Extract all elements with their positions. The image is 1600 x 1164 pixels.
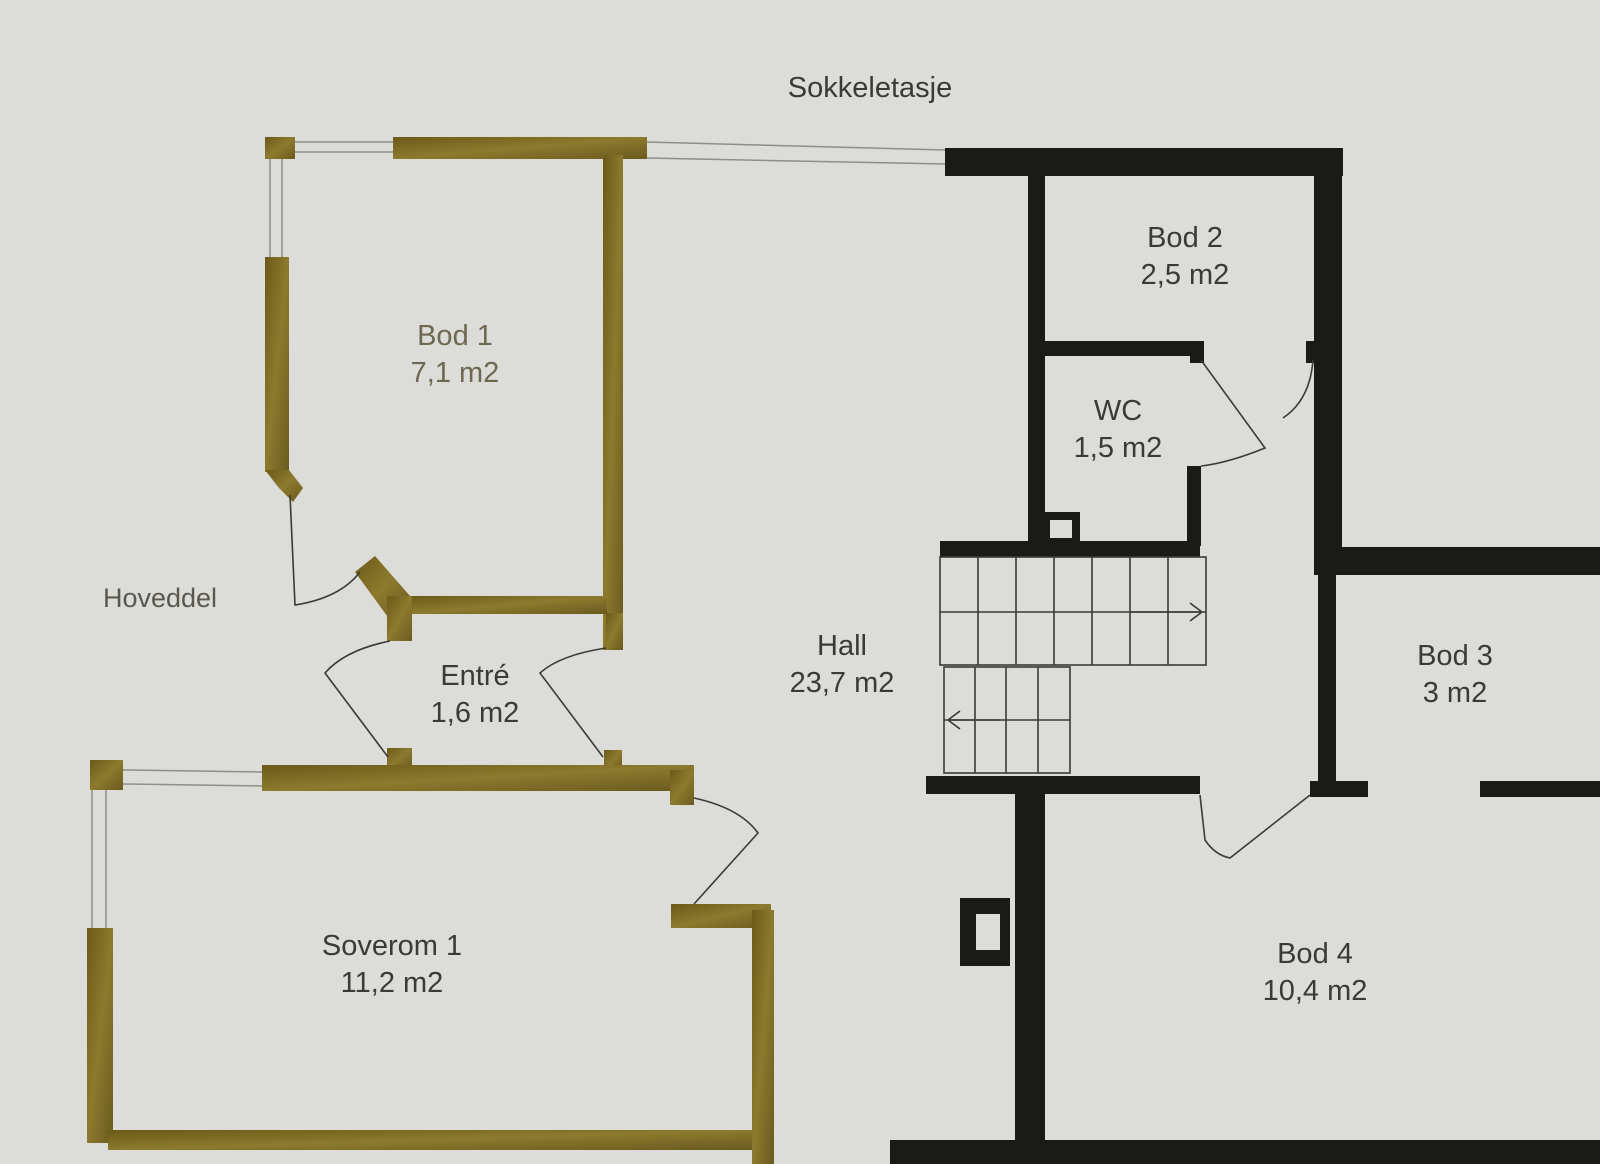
room-label-entre: Entré 1,6 m2 bbox=[375, 658, 575, 732]
room-label-hall: Hall 23,7 m2 bbox=[742, 628, 942, 702]
staircase bbox=[939, 556, 1207, 774]
room-label-bod4: Bod 4 10,4 m2 bbox=[1215, 936, 1415, 1010]
room-area: 7,1 m2 bbox=[410, 357, 500, 389]
bod1-top-wall-left bbox=[265, 137, 295, 159]
soverom-door-swing bbox=[693, 797, 760, 905]
bod1-left-wall bbox=[265, 257, 289, 472]
bod4-bottom-wall bbox=[890, 1140, 1600, 1164]
room-name: WC bbox=[1093, 395, 1143, 427]
room-area: 11,2 m2 bbox=[340, 967, 444, 999]
soverom-top-wall-left bbox=[90, 760, 123, 790]
room-area: 1,6 m2 bbox=[430, 697, 520, 729]
bod2-wc-divider bbox=[1028, 341, 1203, 356]
room-area: 23,7 m2 bbox=[789, 667, 895, 699]
room-name: Bod 2 bbox=[1147, 222, 1223, 254]
entre-left-post bbox=[387, 596, 412, 641]
bod4-door-swing bbox=[1199, 794, 1311, 859]
bod1-top-wall bbox=[393, 137, 647, 159]
soverom-left-wall bbox=[87, 928, 113, 1143]
wc-door-swing bbox=[1200, 359, 1267, 467]
soverom-bottom-wall bbox=[108, 1130, 753, 1150]
bod3-bottom-right bbox=[1480, 781, 1600, 797]
bod1-bottom-wall bbox=[407, 596, 607, 614]
room-name: Soverom 1 bbox=[321, 930, 463, 962]
entre-right-post bbox=[606, 613, 623, 648]
bod1-door-swing bbox=[289, 494, 361, 606]
bod4-right-door-post bbox=[1310, 781, 1324, 797]
room-name: Bod 1 bbox=[417, 320, 493, 352]
room-label-bod3: Bod 3 3 m2 bbox=[1355, 638, 1555, 712]
outer-top-wall-right bbox=[1314, 547, 1600, 575]
stair-top-wall bbox=[940, 541, 1200, 557]
entre-door-right-swing bbox=[538, 647, 607, 758]
bod3-left-wall bbox=[1318, 572, 1336, 795]
wc-door-post bbox=[1190, 341, 1204, 363]
bod4-left-wall bbox=[1015, 776, 1045, 1164]
wc-chimney-void bbox=[1050, 520, 1072, 538]
room-name: Bod 3 bbox=[1417, 640, 1493, 672]
bod4-top-wall bbox=[926, 776, 1200, 794]
wc-right-wall bbox=[1187, 466, 1201, 546]
room-area: 10,4 m2 bbox=[1262, 975, 1368, 1007]
room-label-wc: WC 1,5 m2 bbox=[1018, 393, 1218, 467]
wing-label: Hoveddel bbox=[102, 583, 218, 613]
soverom-right-wall bbox=[752, 910, 774, 1164]
room-area: 2,5 m2 bbox=[1140, 259, 1230, 291]
bod1-left-angle-wall bbox=[265, 470, 303, 502]
door-swings bbox=[289, 359, 1314, 905]
bod2-door-post bbox=[1306, 341, 1320, 363]
outer-top-wall bbox=[945, 148, 1343, 176]
entre-door-left-swing bbox=[323, 640, 391, 758]
room-area: 1,5 m2 bbox=[1073, 432, 1163, 464]
room-label-bod1: Bod 1 7,1 m2 bbox=[355, 318, 555, 392]
floor-title: Sokkeletasje bbox=[787, 72, 953, 104]
black-walls bbox=[890, 148, 1600, 1164]
corridor-column-void bbox=[976, 914, 1000, 950]
room-area: 3 m2 bbox=[1422, 677, 1488, 709]
bod1-right-wall bbox=[603, 155, 623, 650]
gold-walls bbox=[87, 137, 774, 1164]
soverom-top-wall bbox=[262, 765, 694, 791]
room-name: Bod 4 bbox=[1277, 938, 1353, 970]
room-label-soverom1: Soverom 1 11,2 m2 bbox=[292, 928, 492, 1002]
windows bbox=[91, 141, 946, 928]
bod2-door-swing bbox=[1282, 359, 1314, 419]
soverom-right-door-post bbox=[670, 770, 694, 805]
bod2-left-wall bbox=[1028, 174, 1045, 552]
bod3-bottom-left bbox=[1318, 781, 1368, 797]
entre-bottom-left-post bbox=[387, 748, 412, 768]
room-label-bod2: Bod 2 2,5 m2 bbox=[1085, 220, 1285, 294]
room-name: Hall bbox=[817, 630, 867, 662]
room-name: Entré bbox=[440, 660, 510, 692]
